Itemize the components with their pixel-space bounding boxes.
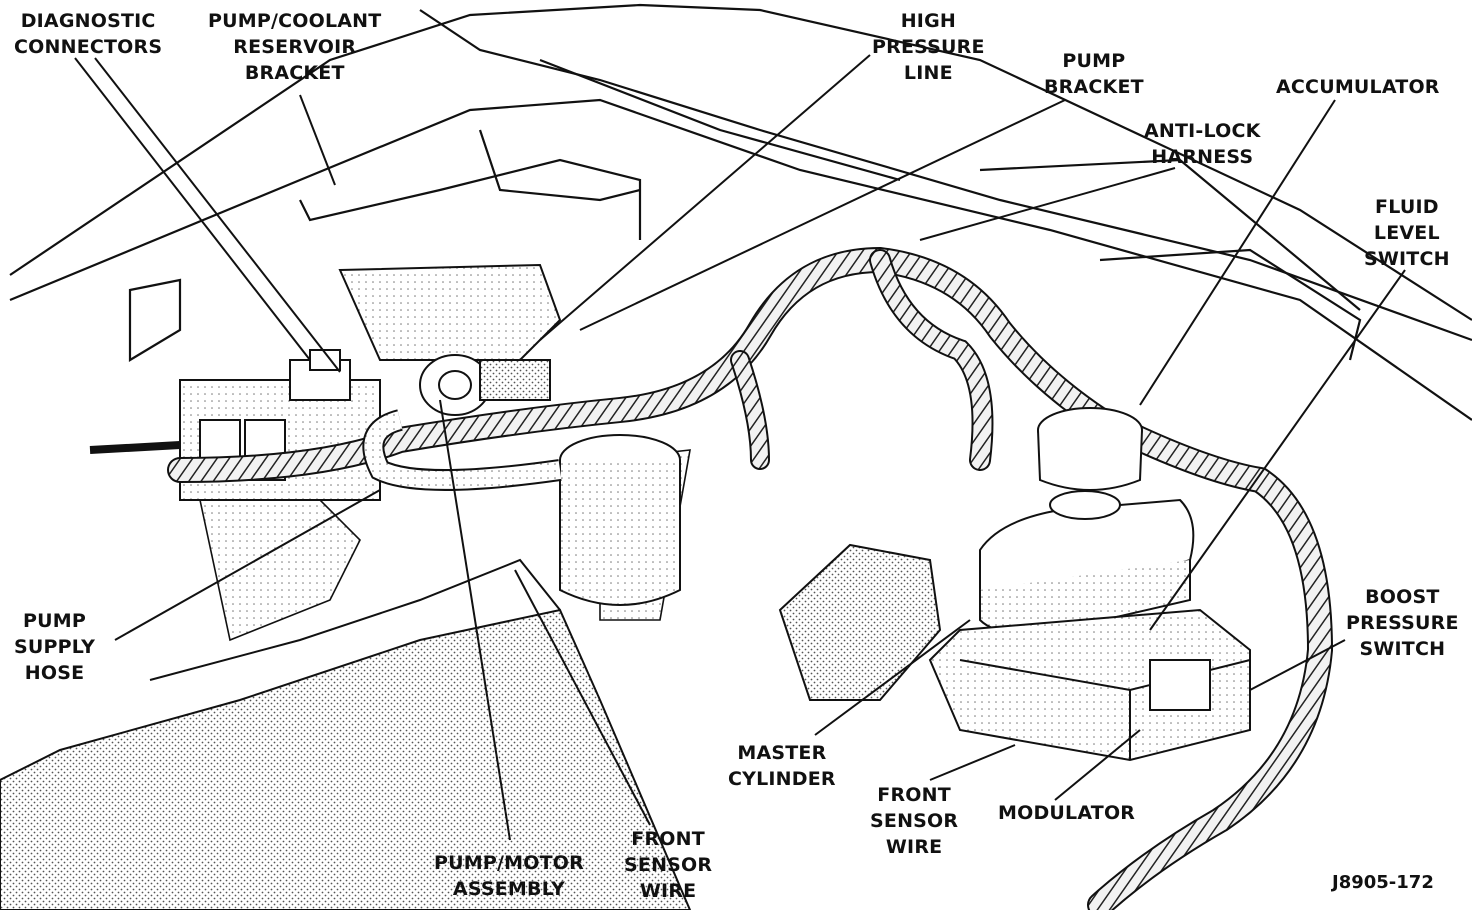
label-line: ANTI-LOCK	[1144, 120, 1261, 142]
anti-lock-harness-drawing	[167, 246, 1334, 910]
label-line: FLUID	[1375, 196, 1439, 218]
label-line: PUMP	[1062, 50, 1126, 72]
label-line: FRONT	[877, 784, 951, 806]
label-line: DIAGNOSTIC	[20, 10, 156, 32]
master-cylinder-drawing	[979, 407, 1195, 635]
label-line: HOSE	[24, 662, 85, 684]
label-line: PRESSURE	[872, 36, 985, 58]
label-fluid-level-switch: FLUID LEVEL SWITCH	[1364, 194, 1450, 272]
label-line: LINE	[903, 62, 953, 84]
label-pump-motor-assembly: PUMP/MOTOR ASSEMBLY	[434, 850, 584, 902]
coolant-reservoir-drawing	[559, 434, 681, 606]
label-line: SUPPLY	[14, 636, 96, 658]
label-pump-supply-hose: PUMP SUPPLY HOSE	[14, 608, 95, 686]
leader-lines	[74, 54, 1406, 841]
label-diagnostic-connectors: DIAGNOSTIC CONNECTORS	[14, 8, 162, 60]
label-accumulator: ACCUMULATOR	[1276, 74, 1440, 100]
label-line: CONNECTORS	[14, 36, 163, 58]
label-line: BRACKET	[1044, 76, 1144, 98]
figure-id: J8905-172	[1332, 872, 1434, 893]
label-line: FRONT	[631, 828, 705, 850]
fender	[0, 449, 942, 910]
label-line: MASTER	[737, 742, 827, 764]
label-line: ACCUMULATOR	[1276, 76, 1440, 98]
label-line: MODULATOR	[998, 802, 1136, 824]
label-high-pressure-line: HIGH PRESSURE LINE	[872, 8, 985, 86]
label-line: SENSOR	[624, 854, 713, 876]
label-line: PUMP	[23, 610, 87, 632]
label-boost-pressure-switch: BOOST PRESSURE SWITCH	[1346, 584, 1459, 662]
label-line: PUMP/COOLANT	[208, 10, 382, 32]
label-line: PUMP/MOTOR	[434, 852, 584, 874]
pump-motor-assembly-drawing	[338, 263, 562, 416]
label-master-cylinder: MASTER CYLINDER	[728, 740, 836, 792]
label-line: PRESSURE	[1346, 612, 1459, 634]
label-pump-bracket: PUMP BRACKET	[1044, 48, 1144, 100]
label-line: BRACKET	[244, 62, 345, 84]
label-line: HIGH	[900, 10, 956, 32]
label-line: WIRE	[885, 836, 943, 858]
modulator-drawing	[928, 608, 1251, 762]
label-front-sensor-wire-center: FRONT SENSOR WIRE	[624, 826, 712, 904]
diagnostic-connector-block	[89, 349, 381, 501]
label-line: CYLINDER	[728, 768, 836, 790]
label-line: BOOST	[1365, 586, 1440, 608]
label-line: ASSEMBLY	[452, 878, 566, 900]
label-front-sensor-wire-right: FRONT SENSOR WIRE	[870, 782, 958, 860]
label-line: SENSOR	[870, 810, 959, 832]
label-pump-coolant-reservoir-bracket: PUMP/COOLANT RESERVOIR BRACKET	[208, 8, 381, 86]
label-line: SWITCH	[1359, 638, 1446, 660]
label-modulator: MODULATOR	[998, 800, 1135, 826]
label-anti-lock-harness: ANTI-LOCK HARNESS	[1144, 118, 1261, 170]
label-line: WIRE	[639, 880, 697, 902]
label-line: HARNESS	[1151, 146, 1254, 168]
label-line: SWITCH	[1364, 248, 1450, 270]
label-line: LEVEL	[1373, 222, 1440, 244]
pump-supply-hose-drawing	[362, 409, 562, 491]
label-line: RESERVOIR	[233, 36, 357, 58]
